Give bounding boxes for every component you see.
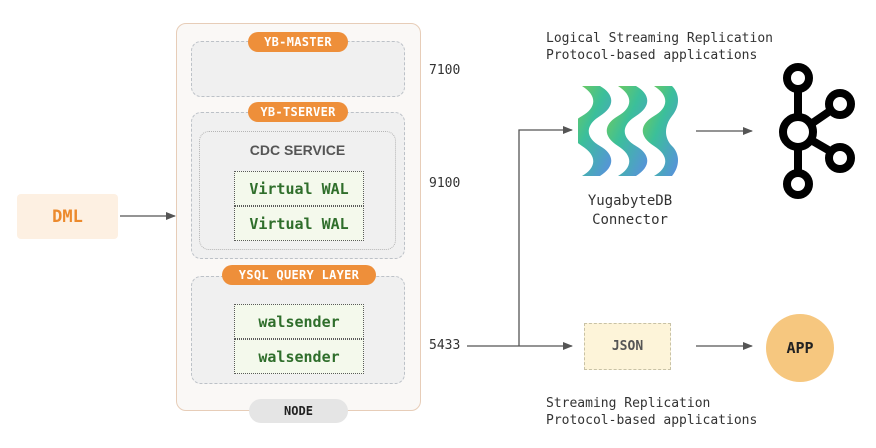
yb-tserver-label: YB-TSERVER (248, 102, 348, 122)
cdc-service-title: CDC SERVICE (249, 142, 346, 158)
yb-master-label: YB-MASTER (248, 32, 348, 52)
logical-caption: Logical Streaming Replication Protocol-b… (546, 30, 773, 64)
node-label: NODE (249, 399, 348, 423)
logical-caption-line2: Protocol-based applications (546, 48, 758, 63)
dml-source: DML (17, 194, 118, 239)
app-node: APP (766, 314, 834, 382)
kafka-icon (768, 62, 860, 202)
cdc-service-box (199, 131, 396, 250)
streaming-caption-line1: Streaming Replication (546, 396, 711, 411)
dml-label: DML (52, 206, 83, 227)
walsender-item: walsender (234, 304, 364, 339)
virtual-wal-item: Virtual WAL (234, 171, 364, 206)
to-connector-arrow (518, 126, 573, 346)
streaming-caption-line2: Protocol-based applications (546, 413, 758, 428)
virtual-wal-item: Virtual WAL (234, 206, 364, 241)
port-7100: 7100 (429, 63, 461, 78)
walsender-item: walsender (234, 339, 364, 374)
streaming-caption: Streaming Replication Protocol-based app… (546, 395, 757, 429)
json-format-box: JSON (584, 323, 671, 370)
connector-label-line1: YugabyteDB (587, 193, 673, 209)
connector-label: YugabyteDB Connector (560, 192, 700, 230)
connector-label-line2: Connector (592, 212, 668, 228)
ysql-query-layer-label: YSQL QUERY LAYER (222, 265, 376, 285)
port-5433: 5433 (429, 338, 461, 353)
port-9100: 9100 (429, 176, 461, 191)
logical-caption-line1: Logical Streaming Replication (546, 31, 773, 46)
yugabytedb-logo-icon (570, 80, 680, 182)
